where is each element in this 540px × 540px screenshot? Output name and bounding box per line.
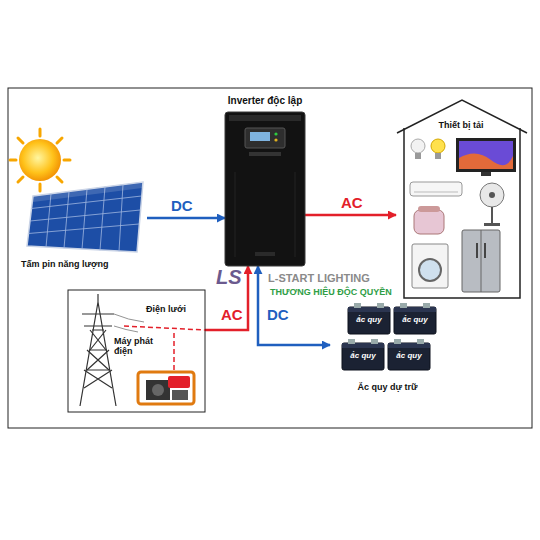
load-house: Thiết bị tải [396, 98, 526, 300]
battery: ắc quy [342, 338, 384, 370]
generator-icon [138, 372, 194, 404]
battery: ắc quy [388, 338, 430, 370]
grid-source-box: Điện lướiMáy phát điện [68, 290, 205, 412]
outer-frame [8, 88, 532, 428]
solar-panel: Tấm pin năng lượng [25, 178, 145, 255]
sun-icon [10, 129, 70, 191]
node-label: Ắc quy dự trữ [330, 382, 445, 392]
battery-label: ắc quy [394, 315, 436, 324]
battery-label: ắc quy [348, 315, 390, 324]
node-label: Inverter độc lập [228, 95, 302, 106]
logo-mark: LS [216, 266, 242, 289]
node-label: Thiết bị tải [396, 120, 526, 130]
power-flow-arrow [205, 266, 248, 330]
flow-type-label: DC [170, 197, 194, 214]
battery-bank: Ắc quy dự trữ ắc quy ắc quy ắc quy ắc quy [330, 298, 445, 398]
battery: ắc quy [394, 302, 436, 334]
node-art [225, 112, 305, 266]
battery-label: ắc quy [342, 351, 384, 360]
node-art [25, 178, 145, 255]
node-label: Máy phát điện [114, 336, 154, 356]
flow-type-label: DC [266, 306, 290, 323]
node-label: Tấm pin năng lượng [21, 259, 108, 269]
power-flow-arrow [147, 217, 225, 220]
flow-type-label: AC [220, 306, 244, 323]
inverter-unit: Inverter độc lập [225, 112, 305, 266]
watermark: L-START LIGHTING [268, 272, 370, 284]
power-flow-arrow [305, 214, 396, 217]
battery: ắc quy [348, 302, 390, 334]
bulb-icons [411, 139, 445, 159]
node-label: Điện lưới [146, 304, 186, 314]
flow-type-label: AC [340, 194, 364, 211]
battery-label: ắc quy [388, 351, 430, 360]
watermark: THƯƠNG HIỆU ĐỘC QUYỀN [270, 287, 392, 297]
